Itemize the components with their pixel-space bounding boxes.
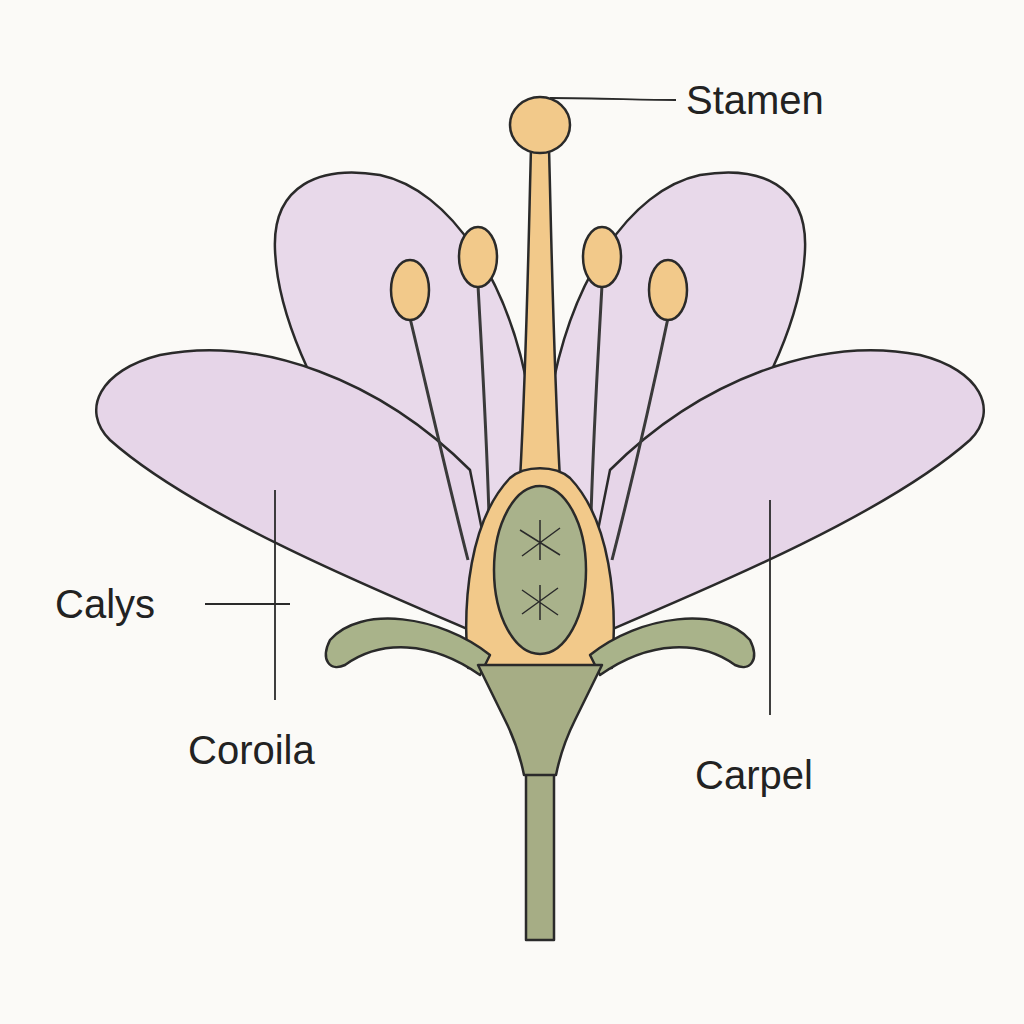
ovule [522, 585, 558, 620]
stem [526, 760, 554, 940]
leader-line [769, 500, 771, 715]
sepal [590, 619, 754, 675]
petal [96, 350, 505, 645]
filament [612, 318, 668, 560]
anther [459, 227, 497, 287]
anther [649, 260, 687, 320]
style [520, 148, 560, 480]
stigma [510, 97, 570, 153]
anther [583, 227, 621, 287]
part-label: Carpel [695, 751, 813, 799]
leader-line [550, 98, 676, 100]
part-label: Calys [55, 580, 155, 628]
ovary-inner [494, 486, 586, 654]
leader-line [274, 490, 276, 700]
ovary [466, 468, 614, 668]
label-holder: Carpel [695, 751, 813, 799]
label-holder: Coroila [188, 726, 315, 774]
label-holder: Stamen [686, 76, 824, 124]
leader-line [205, 603, 290, 605]
filament [410, 318, 468, 560]
ovule [520, 520, 560, 560]
sepal [326, 619, 490, 675]
petal [575, 350, 984, 645]
part-label: Stamen [686, 76, 824, 124]
anther [391, 260, 429, 320]
label-holder: Calys [55, 580, 155, 628]
receptacle [478, 665, 602, 775]
part-label: Coroila [188, 726, 315, 774]
